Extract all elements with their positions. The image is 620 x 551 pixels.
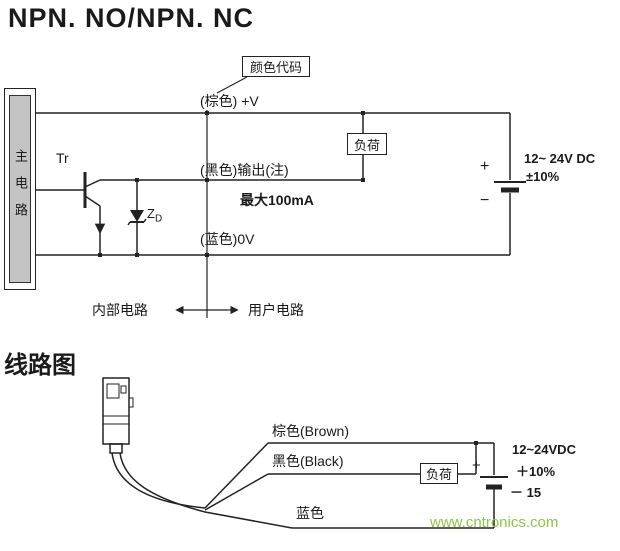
section-title: 线路图 xyxy=(4,352,76,379)
battery-symbol-bottom xyxy=(480,476,508,490)
battery-minus-sign-top: − xyxy=(480,192,490,209)
junction-dots-bottom xyxy=(474,441,478,445)
brown-wire-label-bottom: 棕色(Brown) xyxy=(272,423,350,439)
npn-transistor-symbol xyxy=(83,172,106,255)
brown-wire-label: (棕色) +V xyxy=(200,93,259,109)
battery-plus-sign-bottom: + xyxy=(472,457,481,474)
black-wire-label: (黑色)输出(注) xyxy=(200,162,289,178)
max-current-label: 最大100mA xyxy=(240,192,314,208)
load-box-bottom: 负荷 xyxy=(420,463,458,484)
tolerance-minus-label: － 15 xyxy=(510,485,542,500)
page-title: NPN. NO/NPN. NC xyxy=(8,3,255,33)
battery-plus-sign-top: + xyxy=(480,158,490,175)
load-label-top: 负荷 xyxy=(353,137,380,153)
battery-symbol-top xyxy=(494,113,526,255)
color-code-box: 颜色代码 xyxy=(242,56,310,77)
tolerance-plus-label: ＋10% xyxy=(516,464,556,479)
cable-drawing xyxy=(111,452,206,513)
zener-diode-symbol xyxy=(127,180,147,255)
load-label-bottom: 负荷 xyxy=(425,467,452,482)
supply-voltage-label-bottom: 12~24VDC xyxy=(512,442,576,457)
load-box-top: 负荷 xyxy=(347,133,387,155)
watermark-text: www.cntronics.com xyxy=(430,514,559,531)
color-code-label: 颜色代码 xyxy=(249,60,302,75)
transistor-label: Tr xyxy=(56,150,69,166)
bottom-wires xyxy=(204,442,495,529)
tolerance-label-top: ±10% xyxy=(526,169,560,184)
zener-subscript: D xyxy=(154,213,163,225)
zener-letter: Z xyxy=(147,206,155,221)
internal-circuit-label: 内部电路 xyxy=(92,302,148,318)
black-wire-label-bottom: 黑色(Black) xyxy=(272,453,344,469)
supply-voltage-label-top: 12~ 24V DC xyxy=(524,151,596,166)
main-circuit-outer-box xyxy=(4,88,36,290)
main-circuit-bar: 主电路 xyxy=(9,95,31,283)
user-circuit-label: 用户电路 xyxy=(248,302,304,318)
sensor-drawing xyxy=(102,377,134,454)
top-circuit-wires xyxy=(36,76,510,318)
blue-wire-label: (蓝色)0V xyxy=(200,231,255,247)
blue-wire-label-bottom: 蓝色 xyxy=(296,505,324,521)
zener-label: ZD xyxy=(147,206,163,225)
junction-dots-top xyxy=(98,111,365,257)
